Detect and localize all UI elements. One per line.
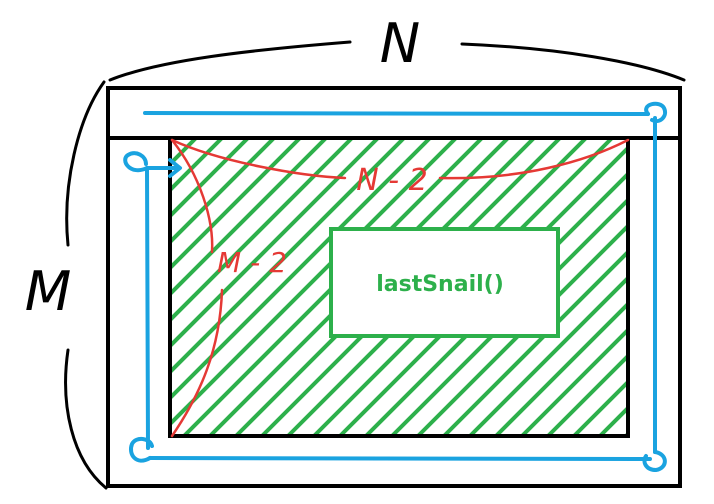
hatch-line xyxy=(170,138,302,271)
hatch-line xyxy=(442,249,628,436)
hatch-line xyxy=(170,138,224,193)
hatch-line xyxy=(170,138,250,219)
inner-dimension-marks xyxy=(170,138,630,438)
hatch-line xyxy=(416,223,628,436)
outer-width-label: N xyxy=(380,12,420,75)
outer-width-brace-right xyxy=(460,42,686,82)
outer-height-brace-top xyxy=(65,80,106,247)
hatch-line xyxy=(170,138,354,323)
outer-height-label: M xyxy=(25,260,72,323)
hatch-line xyxy=(520,327,628,436)
inner-height-arc-bottom xyxy=(170,288,224,438)
outer-matrix-border xyxy=(106,86,682,488)
hatch-line xyxy=(494,301,628,436)
snail-path-up xyxy=(145,166,150,450)
outer-dimension-braces xyxy=(64,40,686,490)
snail-path-corner-top-left xyxy=(123,151,149,173)
snail-path-corner-bottom-right xyxy=(642,450,667,472)
inner-height-label: M - 2 xyxy=(217,246,287,279)
hatch-line xyxy=(468,275,628,436)
snail-traversal-path xyxy=(123,101,667,472)
inner-height-arc xyxy=(170,138,214,254)
function-call-label: lastSnail() xyxy=(376,272,504,297)
hatch-line xyxy=(170,138,432,401)
snail-path-right xyxy=(143,111,650,116)
snail-path-corner-top-right xyxy=(644,101,667,123)
outer-height-brace-bottom xyxy=(64,348,108,490)
inner-matrix-border xyxy=(168,136,630,438)
snail-path-left xyxy=(148,456,652,461)
inner-width-label: N - 2 xyxy=(356,163,427,198)
hatch-line xyxy=(170,138,406,375)
function-box xyxy=(329,227,560,338)
hatch-line xyxy=(572,379,628,436)
hatch-line xyxy=(170,138,458,427)
inner-width-arc xyxy=(170,138,347,180)
outer-width-brace-left xyxy=(108,40,352,82)
hatch-line xyxy=(170,138,276,245)
hatch-line xyxy=(170,138,328,297)
inner-width-arc-right xyxy=(438,138,630,180)
hatch-line xyxy=(624,431,628,436)
hatch-line xyxy=(170,138,380,349)
hatch-line xyxy=(546,353,628,436)
snail-path-arrowhead xyxy=(168,158,182,178)
